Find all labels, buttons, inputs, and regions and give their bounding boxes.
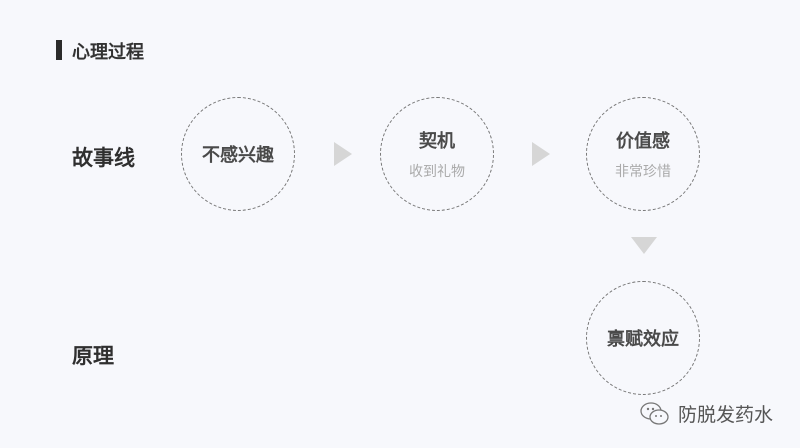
row-label-principle: 原理 <box>72 344 114 368</box>
node-main-text: 不感兴趣 <box>202 145 274 166</box>
wechat-icon <box>640 401 669 425</box>
node-sub-text: 收到礼物 <box>409 164 465 180</box>
node-uninterested: 不感兴趣 <box>181 97 295 211</box>
node-main-text: 价值感 <box>616 131 670 152</box>
page-title: 心理过程 <box>72 42 144 63</box>
node-main-text: 禀赋效应 <box>607 329 679 350</box>
title-accent-bar <box>56 40 62 60</box>
node-sub-text: 非常珍惜 <box>615 164 671 180</box>
node-trigger: 契机 收到礼物 <box>380 97 494 211</box>
node-main-text: 契机 <box>419 131 455 152</box>
node-value: 价值感 非常珍惜 <box>586 97 700 211</box>
watermark-text: 防脱发药水 <box>678 404 774 426</box>
watermark: 防脱发药水 <box>640 400 773 427</box>
row-label-story: 故事线 <box>72 146 135 170</box>
node-endowment-effect: 禀赋效应 <box>586 281 700 395</box>
arrow-right-icon <box>532 142 550 166</box>
arrow-down-icon <box>631 237 657 254</box>
arrow-right-icon <box>334 142 352 166</box>
